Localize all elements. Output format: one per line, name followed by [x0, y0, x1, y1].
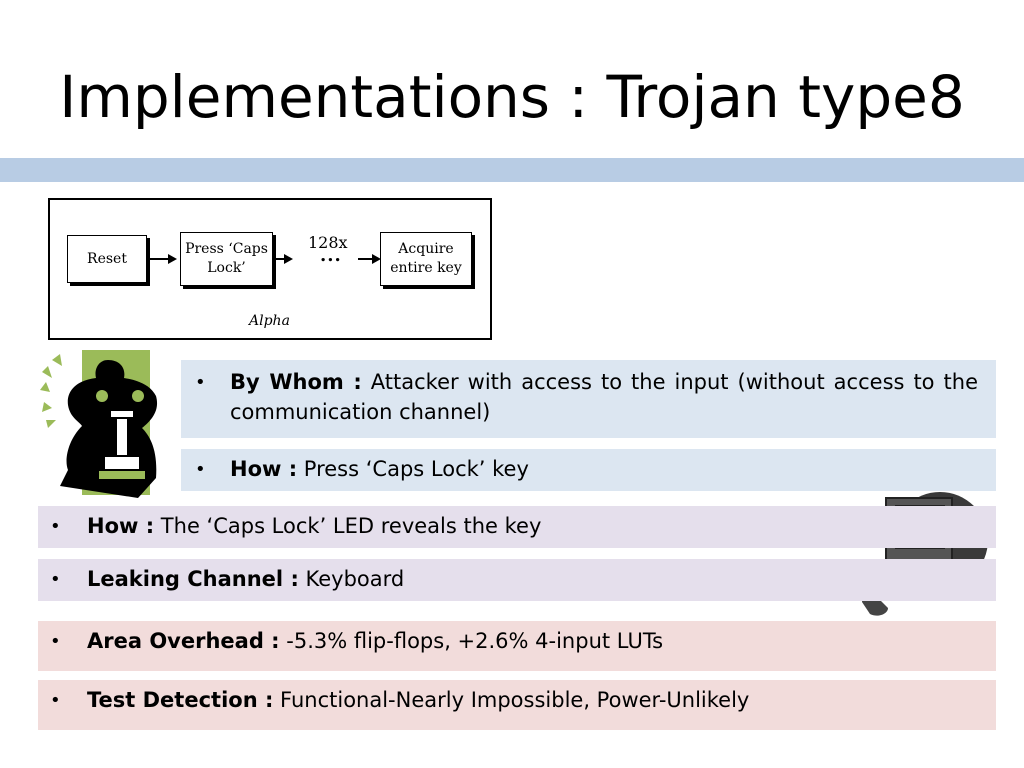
- bullet-dot: •: [195, 372, 206, 393]
- attacker-icon: [38, 350, 178, 500]
- diagram-step-acquire-label-1: Acquire: [398, 241, 454, 257]
- bullet-dot: •: [50, 631, 61, 652]
- bullet-dot: •: [195, 459, 206, 480]
- bullet-by-whom-body: Attacker with access to the input (witho…: [230, 370, 978, 424]
- bullet-test-detection-label: Test Detection :: [87, 688, 274, 712]
- diagram-step-acquire-label-2: entire key: [390, 260, 462, 276]
- diagram-step-press-caps: Press ‘Caps Lock’: [180, 232, 273, 286]
- bullet-leaking-channel-text: Leaking Channel : Keyboard: [87, 564, 404, 594]
- bullet-leaking-channel-body: Keyboard: [298, 567, 405, 591]
- bullet-how-led-body: The ‘Caps Lock’ LED reveals the key: [154, 514, 542, 538]
- bullet-test-detection-body: Functional-Nearly Impossible, Power-Unli…: [273, 688, 750, 712]
- bullet-dot: •: [50, 516, 61, 537]
- bullet-how-led-label: How :: [87, 514, 155, 538]
- bullet-dot: •: [50, 690, 61, 711]
- diagram-caption: Alpha: [249, 313, 290, 329]
- bullet-area-overhead-text: Area Overhead : -5.3% flip-flops, +2.6% …: [87, 626, 663, 656]
- bullet-area-overhead-label: Area Overhead :: [87, 629, 280, 653]
- title-divider-bar: [0, 158, 1024, 182]
- bullet-leaking-channel: • Leaking Channel : Keyboard: [38, 559, 996, 601]
- diagram-arrow-2: [276, 258, 286, 260]
- diagram-step-press-label-1: Press ‘Caps: [185, 241, 268, 257]
- diagram-arrowhead-3: [372, 254, 381, 264]
- diagram-arrowhead-2: [284, 254, 293, 264]
- bullet-how-led: • How : The ‘Caps Lock’ LED reveals the …: [38, 506, 996, 548]
- diagram-arrow-3: [358, 258, 374, 260]
- bullet-by-whom-label: By Whom :: [230, 370, 362, 394]
- bullet-leaking-channel-label: Leaking Channel :: [87, 567, 299, 591]
- bullet-how-press-body: Press ‘Caps Lock’ key: [297, 457, 529, 481]
- diagram-arrowhead-1: [168, 254, 177, 264]
- slide-title: Implementations : Trojan type8: [59, 63, 965, 131]
- bullet-test-detection-text: Test Detection : Functional-Nearly Impos…: [87, 685, 749, 715]
- bullet-how-press-text: How : Press ‘Caps Lock’ key: [230, 454, 529, 484]
- diagram-arrow-1: [150, 258, 170, 260]
- diagram-repeat-dots: ...: [320, 245, 342, 266]
- bullet-area-overhead: • Area Overhead : -5.3% flip-flops, +2.6…: [38, 621, 996, 671]
- bullet-area-overhead-body: -5.3% flip-flops, +2.6% 4-input LUTs: [279, 629, 664, 653]
- bullet-by-whom: • By Whom : Attacker with access to the …: [181, 360, 996, 438]
- bullet-how-press-label: How :: [230, 457, 298, 481]
- bullet-how-press: • How : Press ‘Caps Lock’ key: [181, 449, 996, 491]
- bullet-dot: •: [50, 569, 61, 590]
- diagram-step-reset-label: Reset: [87, 250, 127, 267]
- diagram-repeat-label: 128x: [308, 233, 348, 252]
- bullet-how-led-text: How : The ‘Caps Lock’ LED reveals the ke…: [87, 511, 541, 541]
- bullet-test-detection: • Test Detection : Functional-Nearly Imp…: [38, 680, 996, 730]
- bullet-by-whom-text: By Whom : Attacker with access to the in…: [230, 367, 978, 427]
- diagram-step-acquire-key: Acquire entire key: [380, 232, 472, 286]
- flow-diagram: Reset Press ‘Caps Lock’ 128x ... Acquire…: [48, 198, 492, 340]
- diagram-step-press-label-2: Lock’: [207, 260, 246, 276]
- diagram-step-reset: Reset: [67, 235, 147, 283]
